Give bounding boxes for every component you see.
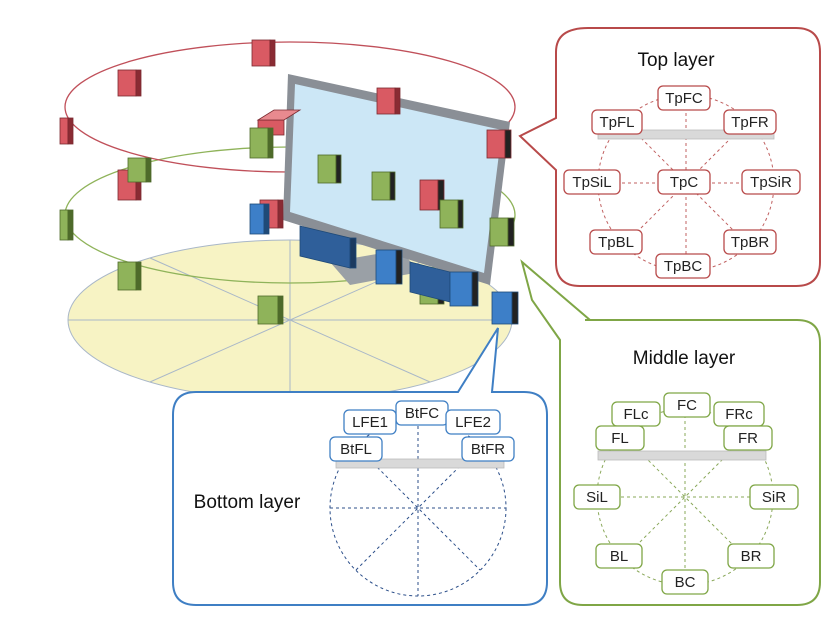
speaker-TpFR: TpFR — [723, 109, 777, 135]
speaker-LFE2: LFE2 — [445, 409, 501, 435]
speaker-LFE1: LFE1 — [343, 409, 397, 435]
bottom-screen-bar — [335, 458, 505, 469]
speaker-label: TpC — [670, 174, 699, 191]
speaker-label: TpBC — [664, 258, 703, 275]
speaker-label: BR — [741, 548, 762, 565]
speaker-label: TpFL — [599, 114, 634, 131]
speaker-label: FL — [611, 430, 629, 447]
top-layer-panel: Top layer TpFC TpFL TpFR TpSiL TpC TpSiR… — [518, 27, 821, 287]
screen — [283, 74, 510, 285]
speaker-label: BtFL — [340, 441, 372, 458]
speaker-label: BtFC — [405, 405, 439, 422]
speaker-box — [251, 39, 276, 67]
speaker-box — [317, 154, 342, 184]
speaker-FR: FR — [723, 425, 773, 451]
speaker-SiR: SiR — [749, 484, 799, 510]
speaker-BR: BR — [727, 543, 775, 569]
speaker-label: SiL — [586, 489, 608, 506]
speaker-box — [299, 225, 357, 269]
speaker-label: TpFC — [665, 90, 703, 107]
speaker-box — [117, 261, 142, 291]
speaker-box — [59, 209, 74, 241]
speaker-box — [249, 203, 270, 235]
bottom-layer-title: Bottom layer — [194, 492, 301, 513]
speaker-label: SiR — [762, 489, 786, 506]
speaker-label: FC — [677, 397, 697, 414]
speaker-label: LFE2 — [455, 414, 491, 431]
speaker-label: TpBR — [731, 234, 770, 251]
bottom-layer-panel: Bottom layer BtFC LFE1 LFE2 BtFL BtFR — [172, 327, 548, 606]
speaker-TpFC: TpFC — [657, 85, 711, 111]
speaker-TpSiL: TpSiL — [563, 169, 621, 195]
speaker-box — [486, 129, 512, 159]
speaker-label: BtFR — [471, 441, 505, 458]
speaker-label: TpSiL — [572, 174, 611, 191]
speaker-BtFL: BtFL — [329, 436, 383, 462]
speaker-TpSiR: TpSiR — [741, 169, 801, 195]
speaker-label: LFE1 — [352, 414, 388, 431]
speaker-box — [257, 295, 284, 325]
speaker-TpFL: TpFL — [591, 109, 643, 135]
middle-layer-title: Middle layer — [633, 348, 736, 369]
speaker-TpBL: TpBL — [589, 229, 643, 255]
speaker-label: FR — [738, 430, 758, 447]
red-speakers — [59, 39, 512, 229]
speaker-SiL: SiL — [573, 484, 621, 510]
speaker-BtFR: BtFR — [461, 436, 515, 462]
speaker-FC: FC — [663, 392, 711, 418]
speaker-box — [59, 117, 74, 145]
middle-layer-panel: Middle layer FC FLc FRc FL FR SiL SiR BL… — [520, 259, 821, 606]
speaker-FLc: FLc — [611, 401, 661, 427]
speaker-label: BL — [610, 548, 628, 565]
speaker-box — [249, 127, 274, 159]
speaker-label: TpFR — [731, 114, 769, 131]
speaker-box — [409, 261, 479, 307]
speaker-box — [489, 217, 515, 247]
speaker-label: FRc — [725, 406, 753, 423]
speaker-TpBR: TpBR — [723, 229, 777, 255]
speaker-box — [491, 291, 519, 325]
speaker-TpC: TpC — [657, 169, 711, 195]
middle-screen-bar — [597, 450, 767, 461]
speaker-box — [371, 171, 396, 201]
speaker-label: FLc — [623, 406, 649, 423]
speaker-box — [127, 157, 152, 183]
top-layer-title: Top layer — [637, 50, 715, 71]
speaker-BC: BC — [661, 569, 709, 595]
middle-panel-callout — [520, 259, 821, 606]
blue-speakers — [249, 203, 519, 325]
speaker-BtFC: BtFC — [395, 400, 449, 426]
speaker-box — [375, 249, 403, 285]
speaker-label: TpBL — [598, 234, 634, 251]
speaker-box — [117, 69, 142, 97]
speaker-label: TpSiR — [750, 174, 792, 191]
speaker-BL: BL — [595, 543, 643, 569]
speaker-box — [439, 199, 464, 229]
speaker-box — [376, 87, 401, 115]
speaker-TpBC: TpBC — [655, 253, 711, 279]
top-panel-callout — [518, 27, 821, 287]
speaker-label: BC — [675, 574, 696, 591]
room-illustration — [59, 39, 519, 401]
speaker-FRc: FRc — [713, 401, 765, 427]
speaker-FL: FL — [595, 425, 645, 451]
